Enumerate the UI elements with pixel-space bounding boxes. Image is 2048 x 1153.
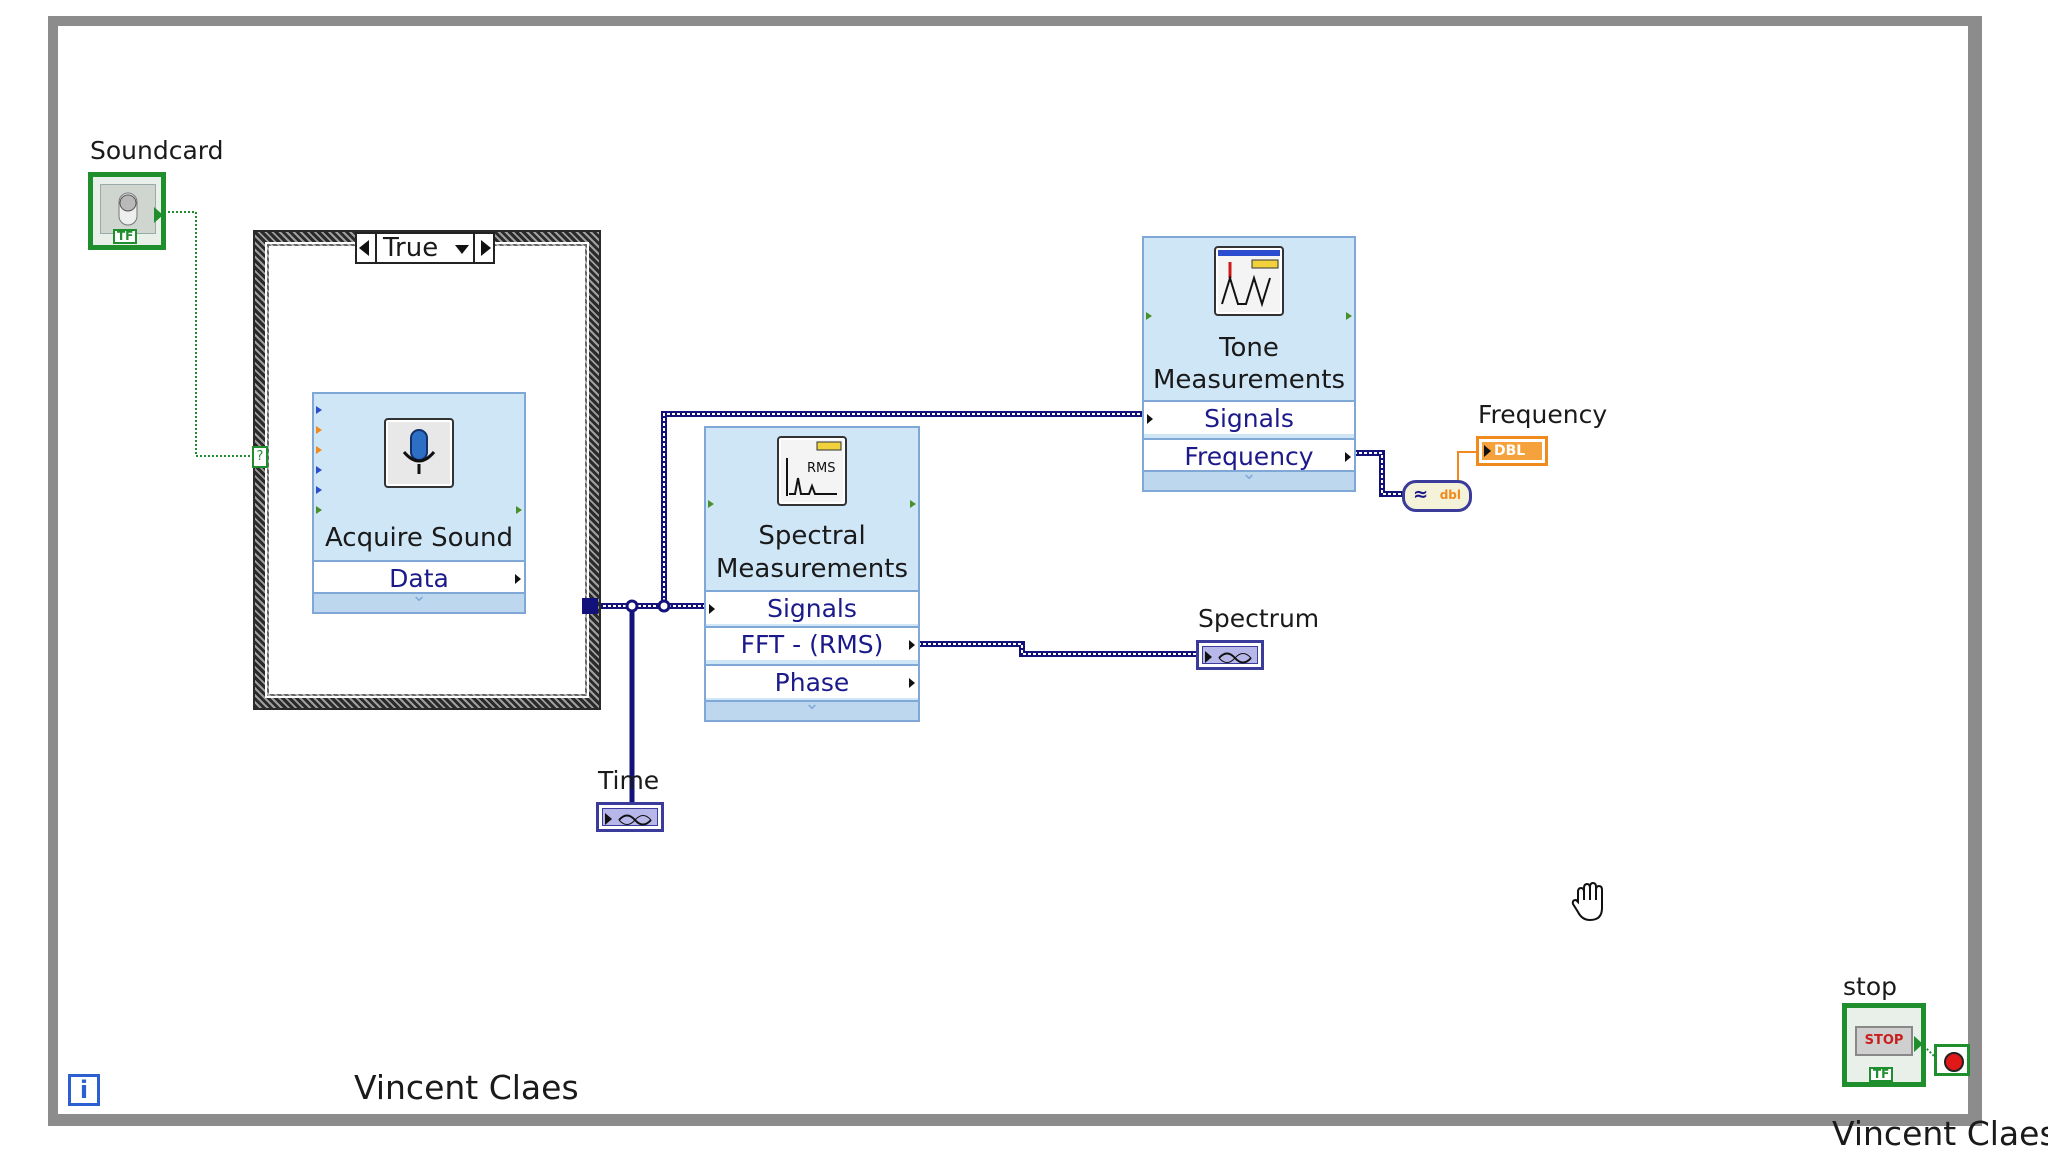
expand-handle[interactable] [314, 592, 524, 612]
loop-condition-terminal[interactable] [1934, 1044, 1970, 1076]
case-structure[interactable] [253, 230, 601, 710]
input-terminal-mark [316, 466, 322, 474]
tone-title-line1: Tone [1219, 333, 1279, 363]
spectral-fft-rms-output[interactable]: FFT - (RMS) [706, 626, 918, 660]
hand-grab-icon [1570, 880, 1610, 928]
row-label: Signals [767, 594, 857, 623]
input-arrow-icon [709, 604, 715, 614]
dbl-type-badge: DBL [1482, 442, 1542, 460]
tf-badge: TF [1869, 1067, 1894, 1082]
input-terminal-mark [1146, 312, 1152, 320]
toggle-switch-icon [100, 184, 156, 234]
terminal-output-arrow [1914, 1036, 1923, 1052]
loop-iteration-terminal[interactable]: i [68, 1074, 100, 1106]
acquire-sound-node[interactable]: Acquire Sound Data [312, 392, 526, 614]
input-terminal-mark [316, 446, 322, 454]
frequency-indicator-terminal[interactable]: DBL [1476, 436, 1548, 466]
case-selector[interactable]: True [355, 232, 495, 264]
author-watermark: Vincent Claes [354, 1068, 579, 1107]
output-arrow-icon [909, 678, 915, 688]
output-terminal-mark [516, 506, 522, 514]
tone-waveform-icon [1214, 246, 1284, 316]
tone-signals-input[interactable]: Signals [1144, 400, 1354, 434]
output-terminal-mark [910, 500, 916, 508]
spectrum-rms-icon: RMS [777, 436, 847, 506]
microphone-icon [384, 418, 454, 488]
while-loop-frame[interactable] [48, 16, 1982, 1126]
terminal-output-arrow [154, 207, 163, 223]
input-arrow-icon [1147, 414, 1153, 424]
output-terminal-mark [1346, 312, 1352, 320]
stop-label: stop [1843, 972, 1897, 1001]
case-increment-button[interactable] [473, 234, 493, 262]
spectral-title-line1: Spectral [758, 521, 866, 551]
input-terminal-mark [316, 406, 322, 414]
soundcard-control-terminal[interactable]: TF [88, 172, 166, 250]
case-output-tunnel[interactable] [582, 598, 598, 614]
input-terminal-mark [316, 506, 322, 514]
time-graph-terminal[interactable] [596, 802, 664, 832]
spectral-signals-input[interactable]: Signals [706, 590, 918, 624]
time-label: Time [598, 766, 660, 795]
spectral-title-line2: Measurements [715, 554, 909, 584]
frequency-label: Frequency [1478, 400, 1608, 429]
svg-text:RMS: RMS [807, 461, 836, 476]
stop-button-face: STOP [1855, 1026, 1913, 1056]
row-label: Signals [1204, 404, 1294, 433]
output-arrow-icon [909, 640, 915, 650]
input-terminal-mark [316, 486, 322, 494]
case-dropdown-icon[interactable] [455, 245, 469, 254]
case-decrement-button[interactable] [357, 234, 377, 262]
spectrum-label: Spectrum [1198, 604, 1320, 633]
expand-handle[interactable] [1144, 470, 1354, 490]
output-arrow-icon [515, 574, 521, 584]
output-arrow-icon [1345, 452, 1351, 462]
spectrum-graph-terminal[interactable] [1196, 640, 1264, 670]
stop-button-terminal[interactable]: STOP TF [1842, 1003, 1926, 1087]
input-terminal-mark [708, 500, 714, 508]
soundcard-label: Soundcard [90, 136, 224, 165]
spectral-measurements-node[interactable]: RMS Spectral Measurements Signals FFT - … [704, 426, 920, 722]
row-label: FFT - (RMS) [740, 630, 884, 659]
case-selector-value: True [383, 233, 439, 263]
expand-handle[interactable] [706, 700, 918, 720]
tone-measurements-node[interactable]: Tone Measurements Signals Frequency [1142, 236, 1356, 492]
input-terminal-mark [316, 426, 322, 434]
corner-watermark: Vincent Claes [1832, 1114, 2048, 1153]
waveform-graph-icon [602, 808, 658, 826]
acquire-sound-title: Acquire Sound [324, 523, 514, 553]
case-selector-terminal[interactable]: ? [252, 446, 268, 468]
tone-title-line2: Measurements [1152, 365, 1346, 395]
convert-from-dynamic-data-node[interactable]: dbl [1402, 480, 1472, 512]
waveform-graph-icon [1202, 646, 1258, 664]
tf-badge: TF [113, 229, 138, 244]
